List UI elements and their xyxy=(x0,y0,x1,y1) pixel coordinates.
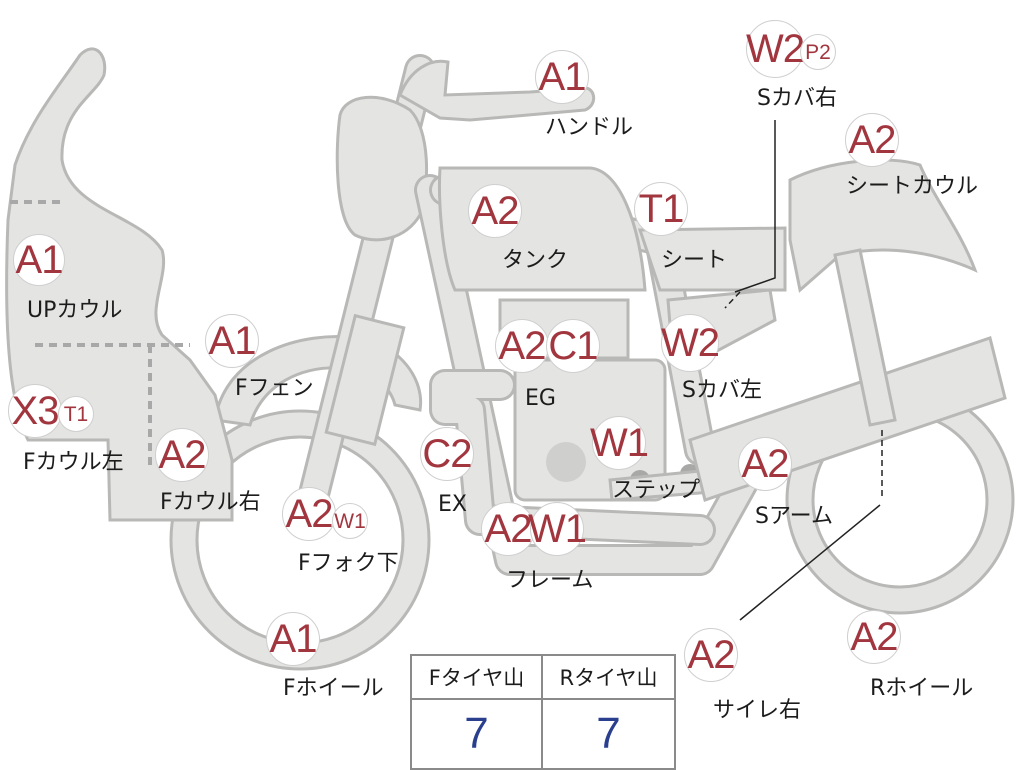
frame-label: フレーム xyxy=(506,568,594,593)
engine-code-badge-2: C1 xyxy=(546,319,600,373)
exhaust-label: EX xyxy=(438,492,467,517)
frame-code-badge: A2 xyxy=(481,502,535,556)
f-fork-lower-code-badge-2: W1 xyxy=(332,503,368,539)
silencer-right-code-badge: A2 xyxy=(684,628,738,682)
engine-label: EG xyxy=(525,386,556,411)
s-cover-left-label: Sカバ左 xyxy=(682,378,762,403)
seat-label: シート xyxy=(661,248,728,273)
f-cowl-right-label: Fカウル右 xyxy=(160,490,261,515)
f-cowl-left-code-badge-2: T1 xyxy=(58,396,94,432)
f-fork-lower-code-badge: A2 xyxy=(282,487,336,541)
f-fender-label: Fフェン xyxy=(235,376,314,401)
swing-arm-code-badge: A2 xyxy=(738,437,792,491)
swing-arm-label: Sアーム xyxy=(755,504,833,529)
seat-cowl-label: シートカウル xyxy=(846,174,979,199)
handle-label: ハンドル xyxy=(545,115,634,140)
rear-tire-header: Rタイヤ山 xyxy=(543,656,674,700)
silencer-right-label: サイレ右 xyxy=(713,698,802,723)
handle-code-badge: A1 xyxy=(535,50,589,104)
front-tire-value: 7 xyxy=(412,700,543,768)
tank-code-badge: A2 xyxy=(468,184,522,238)
seat-code-badge: T1 xyxy=(634,182,688,236)
leader-lines xyxy=(724,120,883,621)
engine-code-badge: A2 xyxy=(495,319,549,373)
r-wheel-code-badge: A2 xyxy=(847,610,901,664)
step-label: ステップ xyxy=(612,478,701,503)
tank-label: タンク xyxy=(502,248,569,273)
up-cowl-label: UPカウル xyxy=(27,298,123,323)
rear-tire-value: 7 xyxy=(596,709,621,758)
headlight-shape xyxy=(335,95,428,242)
up-cowl-code-badge: A1 xyxy=(13,234,65,286)
step-code-badge: W1 xyxy=(590,416,649,470)
s-cover-right-code-badge-2: P2 xyxy=(800,34,836,70)
tire-tread-table: Fタイヤ山 Rタイヤ山 7 7 xyxy=(410,654,676,770)
s-cover-right-label: Sカバ右 xyxy=(757,86,837,111)
frame-code-badge-2: W1 xyxy=(528,502,587,556)
seat-shape xyxy=(637,226,787,292)
f-wheel-code-badge: A1 xyxy=(266,612,320,666)
s-cover-left-code-badge: W2 xyxy=(661,314,720,372)
cowl-divisions xyxy=(10,200,190,470)
r-wheel-label: Rホイール xyxy=(870,676,974,701)
f-fork-lower-label: Fフォク下 xyxy=(298,551,399,576)
f-fender-code-badge: A1 xyxy=(205,314,259,368)
f-wheel-label: Fホイール xyxy=(283,676,384,701)
f-cowl-left-code-badge: X3 xyxy=(8,384,62,438)
seat-cowl-code-badge: A2 xyxy=(845,113,899,167)
exhaust-code-badge: C2 xyxy=(420,427,474,481)
front-tire-header: Fタイヤ山 xyxy=(412,656,543,700)
f-cowl-left-label: Fカウル左 xyxy=(23,450,124,475)
f-cowl-right-code-badge: A2 xyxy=(155,428,209,482)
rear-shock-shape xyxy=(833,248,897,427)
s-cover-right-code-badge: W2 xyxy=(746,20,805,78)
